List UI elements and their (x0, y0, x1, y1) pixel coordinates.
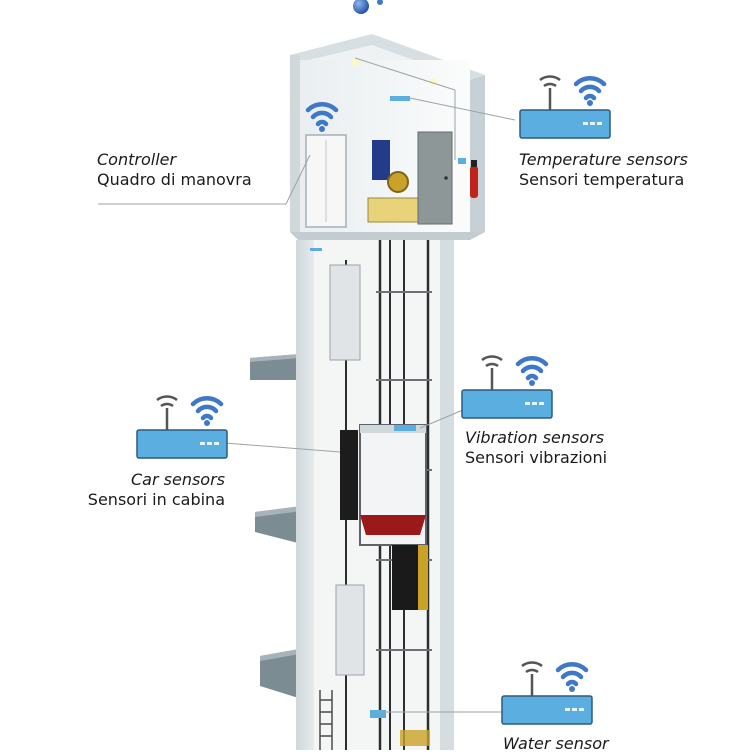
floor-landings (250, 354, 305, 700)
wifi-icon (558, 664, 586, 692)
vibration-label-it: Sensori vibrazioni (465, 448, 608, 467)
pit-ladder (319, 690, 333, 750)
fire-extinguisher-icon (470, 166, 478, 198)
wifi-icon (576, 78, 604, 106)
wifi-icon (193, 398, 221, 426)
vibration-label: Vibration sensors Sensori vibrazioni (465, 428, 607, 468)
vibration-label-en: Vibration sensors (465, 428, 605, 447)
controller-label: Controller Quadro di manovra (97, 150, 252, 190)
temperature-label-en: Temperature sensors (519, 150, 688, 169)
counterweight (392, 545, 422, 610)
machine-room (290, 34, 485, 240)
router-icon (135, 395, 229, 460)
top-ball-icon (353, 0, 369, 14)
temperature-router (518, 75, 612, 140)
router-icon (518, 75, 612, 140)
temperature-label: Temperature sensors Sensori temperatura (519, 150, 688, 190)
car-label: Car sensors Sensori in cabina (60, 470, 225, 510)
traction-sheave (387, 171, 409, 193)
car-label-it: Sensori in cabina (87, 490, 225, 509)
water-label: Water sensor (503, 734, 609, 754)
controller-label-it: Quadro di manovra (97, 170, 252, 189)
controller-label-en: Controller (97, 150, 177, 169)
car-router (135, 395, 229, 460)
leader-lines (98, 97, 516, 713)
router-icon (460, 355, 554, 420)
elevator-shaft (296, 240, 454, 750)
router-icon (500, 661, 594, 726)
car-label-en: Car sensors (131, 470, 225, 489)
temperature-label-it: Sensori temperatura (519, 170, 685, 189)
wifi-icon (518, 358, 546, 386)
elevator-cabin (340, 430, 358, 520)
vibration-router (460, 355, 554, 420)
water-label-en: Water sensor (503, 734, 609, 753)
water-router (500, 661, 594, 726)
